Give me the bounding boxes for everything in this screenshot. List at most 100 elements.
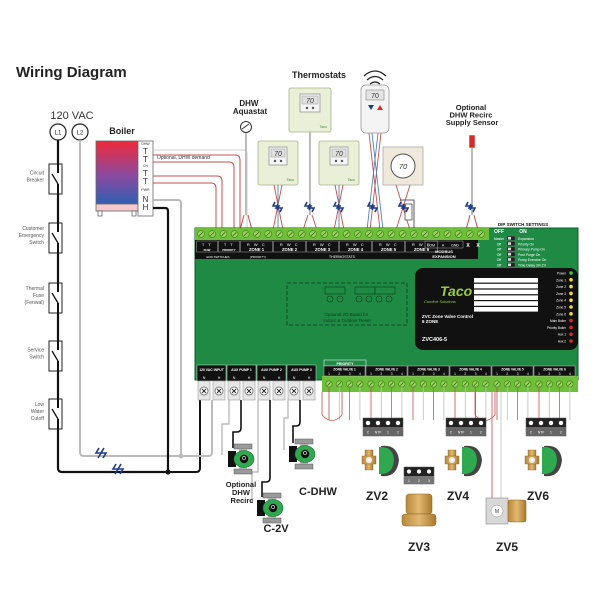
line-l2-label: L2 xyxy=(77,131,84,137)
zone-valve-label: ZONE VALVE 1 xyxy=(333,368,356,372)
thermostat-brand: Taco xyxy=(320,125,327,129)
svg-text:Off: Off xyxy=(497,242,502,246)
pump-c-2v-label: C-2V xyxy=(263,523,289,535)
svg-text:Aux 1: Aux 1 xyxy=(558,333,566,337)
svg-text:R W C: R W C xyxy=(313,242,332,247)
svg-text:R W C: R W C xyxy=(379,242,398,247)
pump-optional-dhw-recirc-label: Optional DHW Recirc xyxy=(226,480,259,505)
svg-text:R W C: R W C xyxy=(280,242,299,247)
thermostats-sublabel: THERMOSTATS xyxy=(329,255,356,259)
x-terminal-label: X xyxy=(466,243,470,249)
motor-icon: M xyxy=(495,509,499,515)
wireless-signal-icon xyxy=(363,70,387,85)
io-terminal xyxy=(336,295,344,303)
svg-text:Zone 6: Zone 6 xyxy=(556,312,566,316)
svg-text:H: H xyxy=(278,376,281,380)
svg-text:4: 4 xyxy=(485,372,487,376)
status-led: Zone 5 xyxy=(556,305,573,310)
boiler-terminal: T xyxy=(143,147,148,156)
valve-terminal-label: NTF xyxy=(538,431,545,435)
svg-text:Primary Pump On: Primary Pump On xyxy=(518,248,545,252)
svg-text:2: 2 xyxy=(380,372,382,376)
svg-text:GND: GND xyxy=(451,244,459,248)
svg-text:Off: Off xyxy=(497,258,502,262)
boiler-terminal: PWR xyxy=(141,188,150,192)
zone-label: ZONE 3 xyxy=(315,247,331,252)
zone-valve-name: ZV2 xyxy=(366,489,388,503)
svg-text:2: 2 xyxy=(418,479,420,483)
svg-text:1: 1 xyxy=(538,372,540,376)
zone-label: ZONE 2 xyxy=(282,247,298,252)
svg-text:Off: Off xyxy=(497,264,502,268)
svg-text:N: N xyxy=(203,376,206,380)
io-terminal xyxy=(385,295,393,303)
status-led: Zone 4 xyxy=(556,298,573,303)
svg-text:Priority On: Priority On xyxy=(518,242,534,246)
zone-valve-label: ZONE VALVE 3 xyxy=(417,368,440,372)
dip-switch-row[interactable]: Off Time Delay 3/4 ZV xyxy=(497,262,547,268)
svg-text:Post Purge On: Post Purge On xyxy=(518,253,540,257)
svg-text:4: 4 xyxy=(443,372,445,376)
thermostat-reading: 70 xyxy=(274,151,282,158)
svg-text:Aux 2: Aux 2 xyxy=(558,340,566,344)
dip-switch-row[interactable]: Off Priority On xyxy=(497,241,534,247)
svg-text:H: H xyxy=(218,376,221,380)
svg-text:R W C: R W C xyxy=(247,242,266,247)
boiler-terminal: T xyxy=(143,155,148,164)
line-break-symbol xyxy=(397,201,410,213)
status-led: Aux 1 xyxy=(558,332,573,337)
line-break-symbol xyxy=(303,201,316,213)
svg-text:Time Delay 3/4 ZV: Time Delay 3/4 ZV xyxy=(518,264,547,268)
boiler-terminal: N xyxy=(143,195,149,204)
zone-label-strip xyxy=(474,289,538,295)
io-terminal xyxy=(355,295,363,303)
thermostats-label: Thermostats xyxy=(292,70,346,80)
svg-text:2: 2 xyxy=(422,372,424,376)
svg-text:MODBUS: MODBUS xyxy=(435,249,453,254)
svg-text:1: 1 xyxy=(328,372,330,376)
dip-on-label: ON xyxy=(519,229,527,235)
svg-text:4: 4 xyxy=(527,372,529,376)
svg-text:4: 4 xyxy=(359,372,361,376)
zone-valve-name: ZV6 xyxy=(527,489,549,503)
dip-title: DIP SWITCH SETTINGS xyxy=(498,222,548,227)
pump-c-dhw-label: C-DHW xyxy=(299,486,337,498)
boiler-hot-wire xyxy=(153,206,170,472)
optional-io-board: Optional I/O Board for Indoor & Outdoor … xyxy=(286,282,408,326)
line-break-symbol xyxy=(332,201,345,213)
dhw-recirc-sensor-label: Optional DHW Recirc Supply Sensor xyxy=(446,103,499,127)
line-break-symbol xyxy=(366,201,379,213)
aux-pump-1-neutral xyxy=(221,400,230,455)
boiler-dhw-wire-2 xyxy=(153,161,235,230)
svg-text:N: N xyxy=(233,376,236,380)
taco-logo: Taco Comfort Solutions xyxy=(424,283,473,304)
svg-text:2: 2 xyxy=(338,372,340,376)
zone-label: ZONE 1 xyxy=(249,247,265,252)
power-block-label: AUX PUMP 2 xyxy=(261,368,282,372)
power-supply: 120 VAC L1 L2 xyxy=(49,110,94,141)
dip-off-label: OFF xyxy=(494,229,504,235)
svg-text:R W C: R W C xyxy=(412,242,431,247)
brand-tagline: Comfort Solutions xyxy=(424,299,456,304)
svg-text:3: 3 xyxy=(428,479,430,483)
line-l1: L1 xyxy=(49,123,67,141)
svg-text:Power: Power xyxy=(557,272,567,276)
power-block-label: AUX PUMP 3 xyxy=(291,368,312,372)
down-arrow-icon xyxy=(368,105,374,110)
svg-text:2: 2 xyxy=(548,372,550,376)
svg-text:2: 2 xyxy=(506,372,508,376)
